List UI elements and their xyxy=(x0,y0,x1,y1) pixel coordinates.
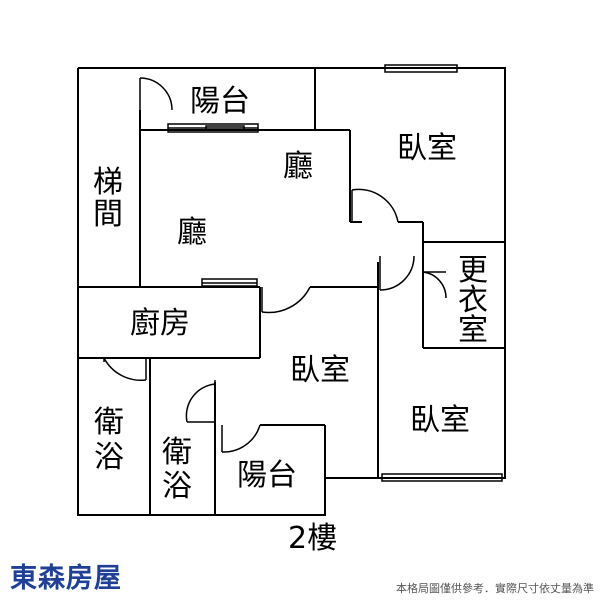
label-bathroom-left-2: 浴 xyxy=(94,440,124,475)
label-bedroom-center: 臥室 xyxy=(290,353,350,388)
label-balcony-top: 陽台 xyxy=(190,84,250,119)
walls xyxy=(77,67,506,516)
floor-plan: 陽台 臥室 廳 梯 間 廳 更 衣 室 廚房 臥室 臥室 衛 浴 衛 浴 陽台 … xyxy=(77,64,506,556)
floor-label: 2樓 xyxy=(288,521,337,556)
brand-logo-text: 東森房屋 xyxy=(10,563,122,594)
label-dressing-1: 更 xyxy=(458,253,488,288)
label-bedroom-top-right: 臥室 xyxy=(397,131,457,166)
label-stairwell-2: 間 xyxy=(93,197,123,232)
label-bathroom-center-1: 衛 xyxy=(162,435,192,470)
label-kitchen: 廚房 xyxy=(130,306,190,341)
room-labels: 陽台 臥室 廳 梯 間 廳 更 衣 室 廚房 臥室 臥室 衛 浴 衛 浴 陽台 xyxy=(93,84,488,504)
disclaimer-text: 本格局圖僅供參考．實際尺寸依丈量為準 xyxy=(396,582,594,595)
label-bedroom-lower-right: 臥室 xyxy=(410,403,470,438)
label-balcony-bottom: 陽台 xyxy=(237,458,297,493)
doors xyxy=(103,77,447,453)
label-dressing-3: 室 xyxy=(458,313,488,348)
label-bathroom-center-2: 浴 xyxy=(162,469,192,504)
label-stairwell-1: 梯 xyxy=(93,165,123,200)
label-bathroom-left-1: 衛 xyxy=(94,405,124,440)
label-dressing-2: 衣 xyxy=(458,283,488,318)
label-living-upper: 廳 xyxy=(283,149,313,184)
windows xyxy=(167,64,503,482)
label-living-main: 廳 xyxy=(177,215,207,250)
